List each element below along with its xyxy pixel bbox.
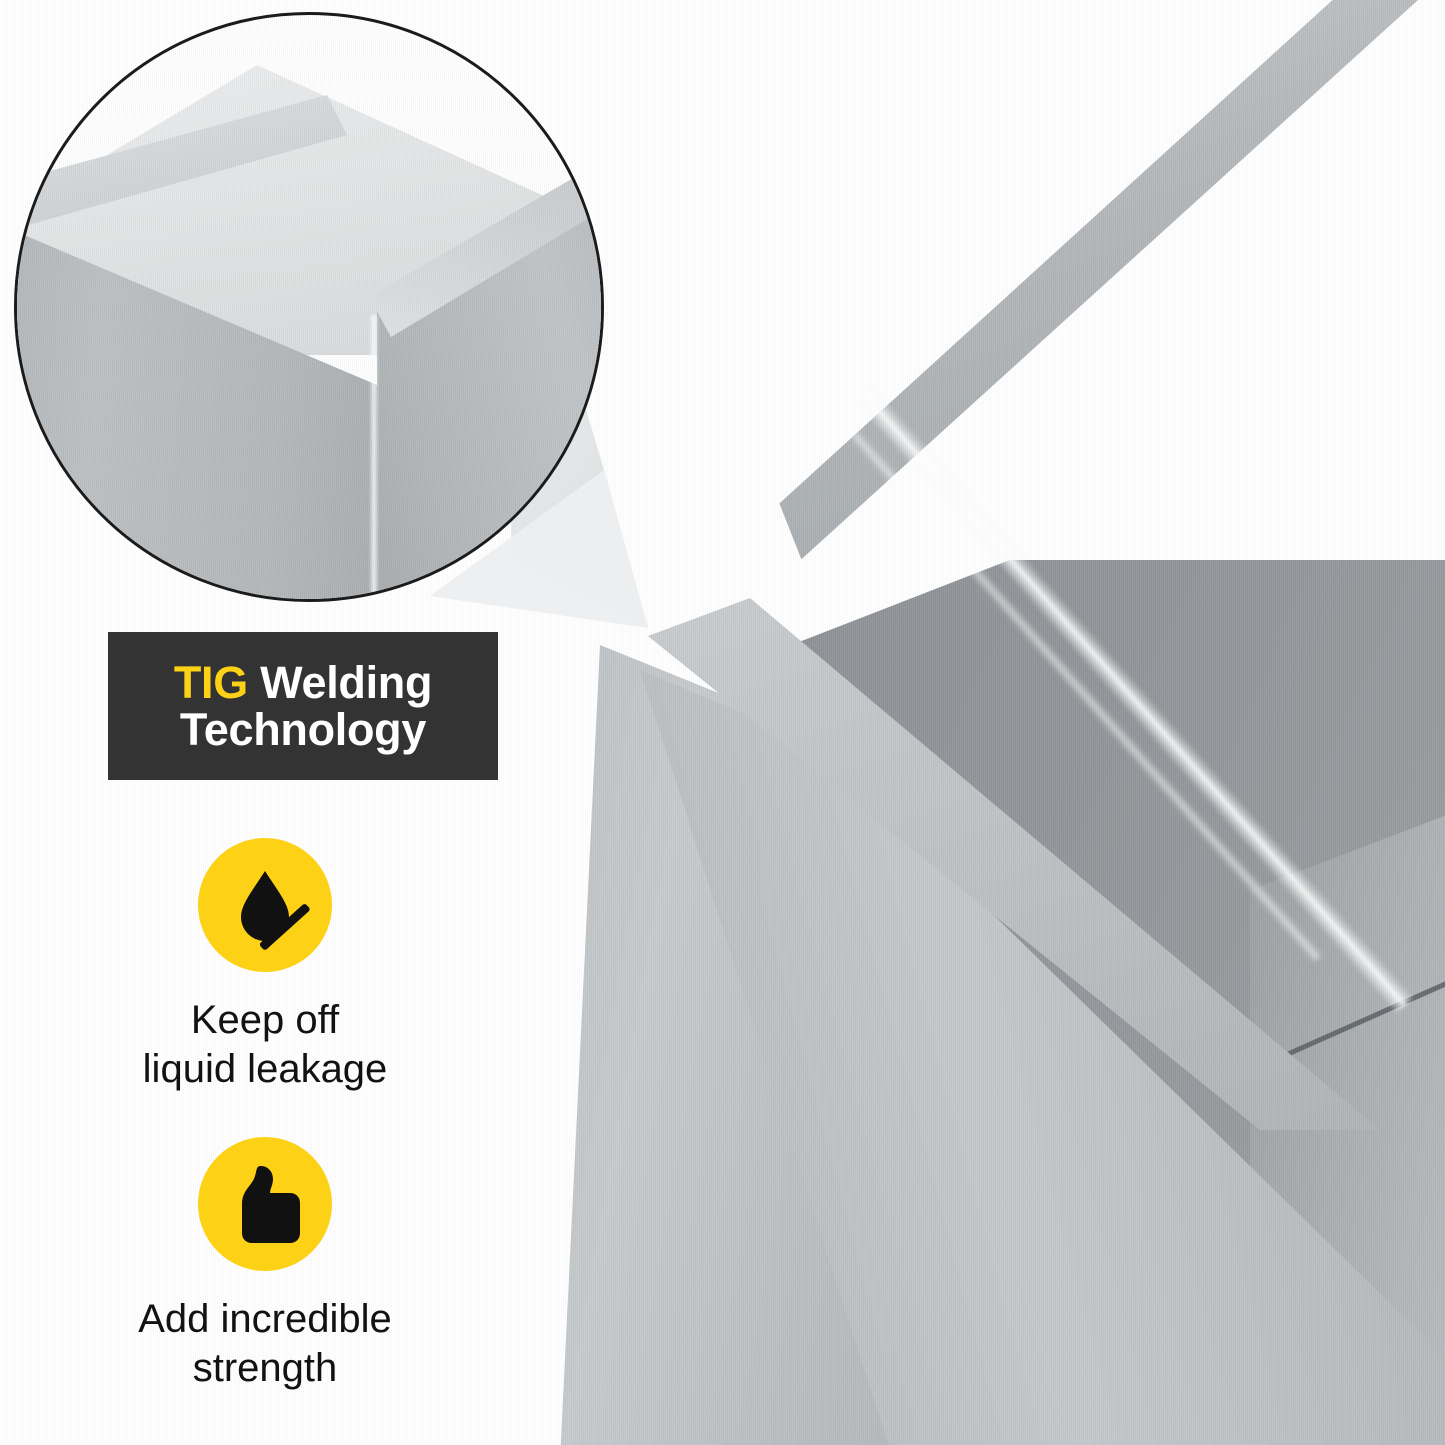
magnifier-circle [14, 12, 604, 602]
thumbs-up-icon [242, 1166, 300, 1243]
feature-1-caption: Keep off liquid leakage [142, 998, 388, 1091]
tig-banner-line2: Technology [179, 704, 427, 755]
water-drop-no-leak-icon [241, 871, 310, 950]
feature-1-icon-badge [198, 838, 332, 972]
magnified-weld-seam [369, 315, 379, 599]
feature-2-caption: Add incredible strength [138, 1297, 392, 1390]
tig-banner-line1-rest: Welding [247, 656, 433, 708]
feature-2-icon-badge [198, 1137, 332, 1271]
feature-add-incredible-strength: Add incredible strength [70, 1137, 460, 1393]
magnifier-content [17, 15, 601, 599]
feature-keep-off-liquid-leakage: Keep off liquid leakage [70, 838, 460, 1094]
tig-banner-highlight: TIG [173, 656, 248, 708]
